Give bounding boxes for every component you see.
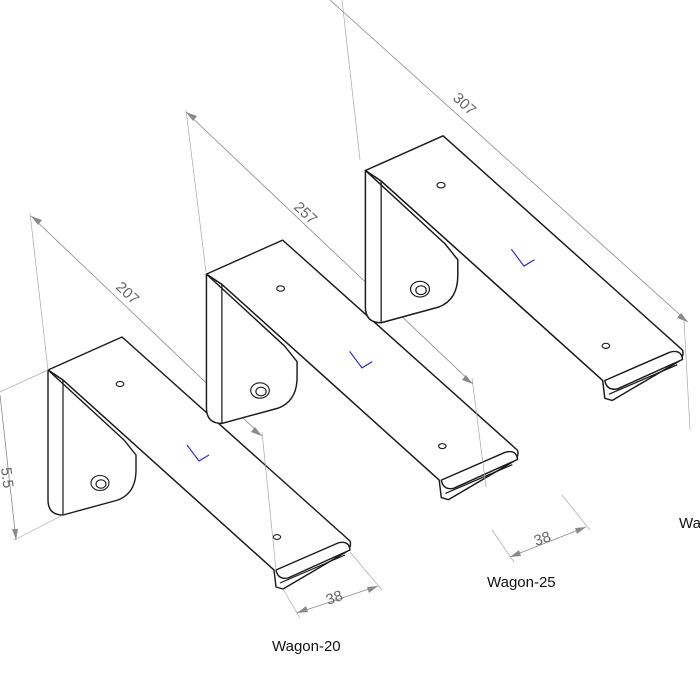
width-dimension-wagon-20: 38	[282, 551, 383, 619]
length-dimension-label-wagon-30: 307	[449, 89, 479, 119]
height-dimension-wagon-20: 5.5	[0, 369, 64, 541]
width-dimension-label-wagon-25: 38	[532, 528, 553, 550]
bracket-label-wagon-20: Wagon-20	[272, 638, 341, 655]
bracket-wagon-20-body	[47, 336, 352, 590]
height-dimension-label-wagon-20: 5.5	[0, 466, 16, 489]
length-dimension-label-wagon-25: 257	[290, 198, 320, 228]
width-dimension-label-wagon-20: 38	[324, 587, 345, 609]
bracket-label-wagon-30: Wa	[679, 515, 700, 532]
bracket-label-wagon-25: Wagon-25	[487, 574, 556, 591]
width-dimension-wagon-25: 38	[491, 494, 591, 563]
length-dimension-label-wagon-20: 207	[112, 278, 142, 308]
